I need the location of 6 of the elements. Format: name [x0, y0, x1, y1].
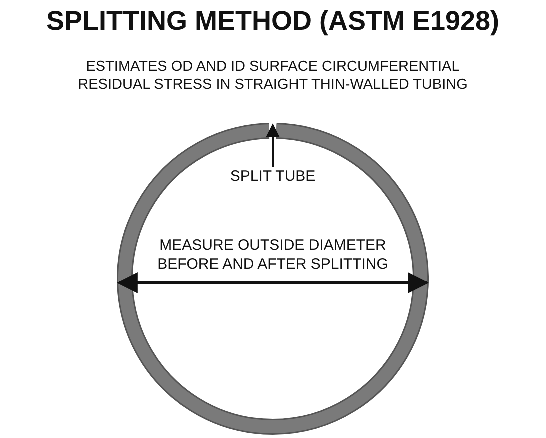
- leader-arrow: [266, 124, 280, 167]
- callout-label: SPLIT TUBE: [203, 168, 343, 185]
- dimension-label: MEASURE OUTSIDE DIAMETER BEFORE AND AFTER SPLITTING: [156, 236, 390, 274]
- subtitle: ESTIMATES OD AND ID SURFACE CIRCUMFERENTIAL RESIDUAL STRESS IN STRAIGHT THIN-WALLED TUBING: [78, 58, 468, 94]
- title: SPLITTING METHOD (ASTM E1928): [45, 6, 501, 37]
- split-tube-drawing: [117, 123, 429, 435]
